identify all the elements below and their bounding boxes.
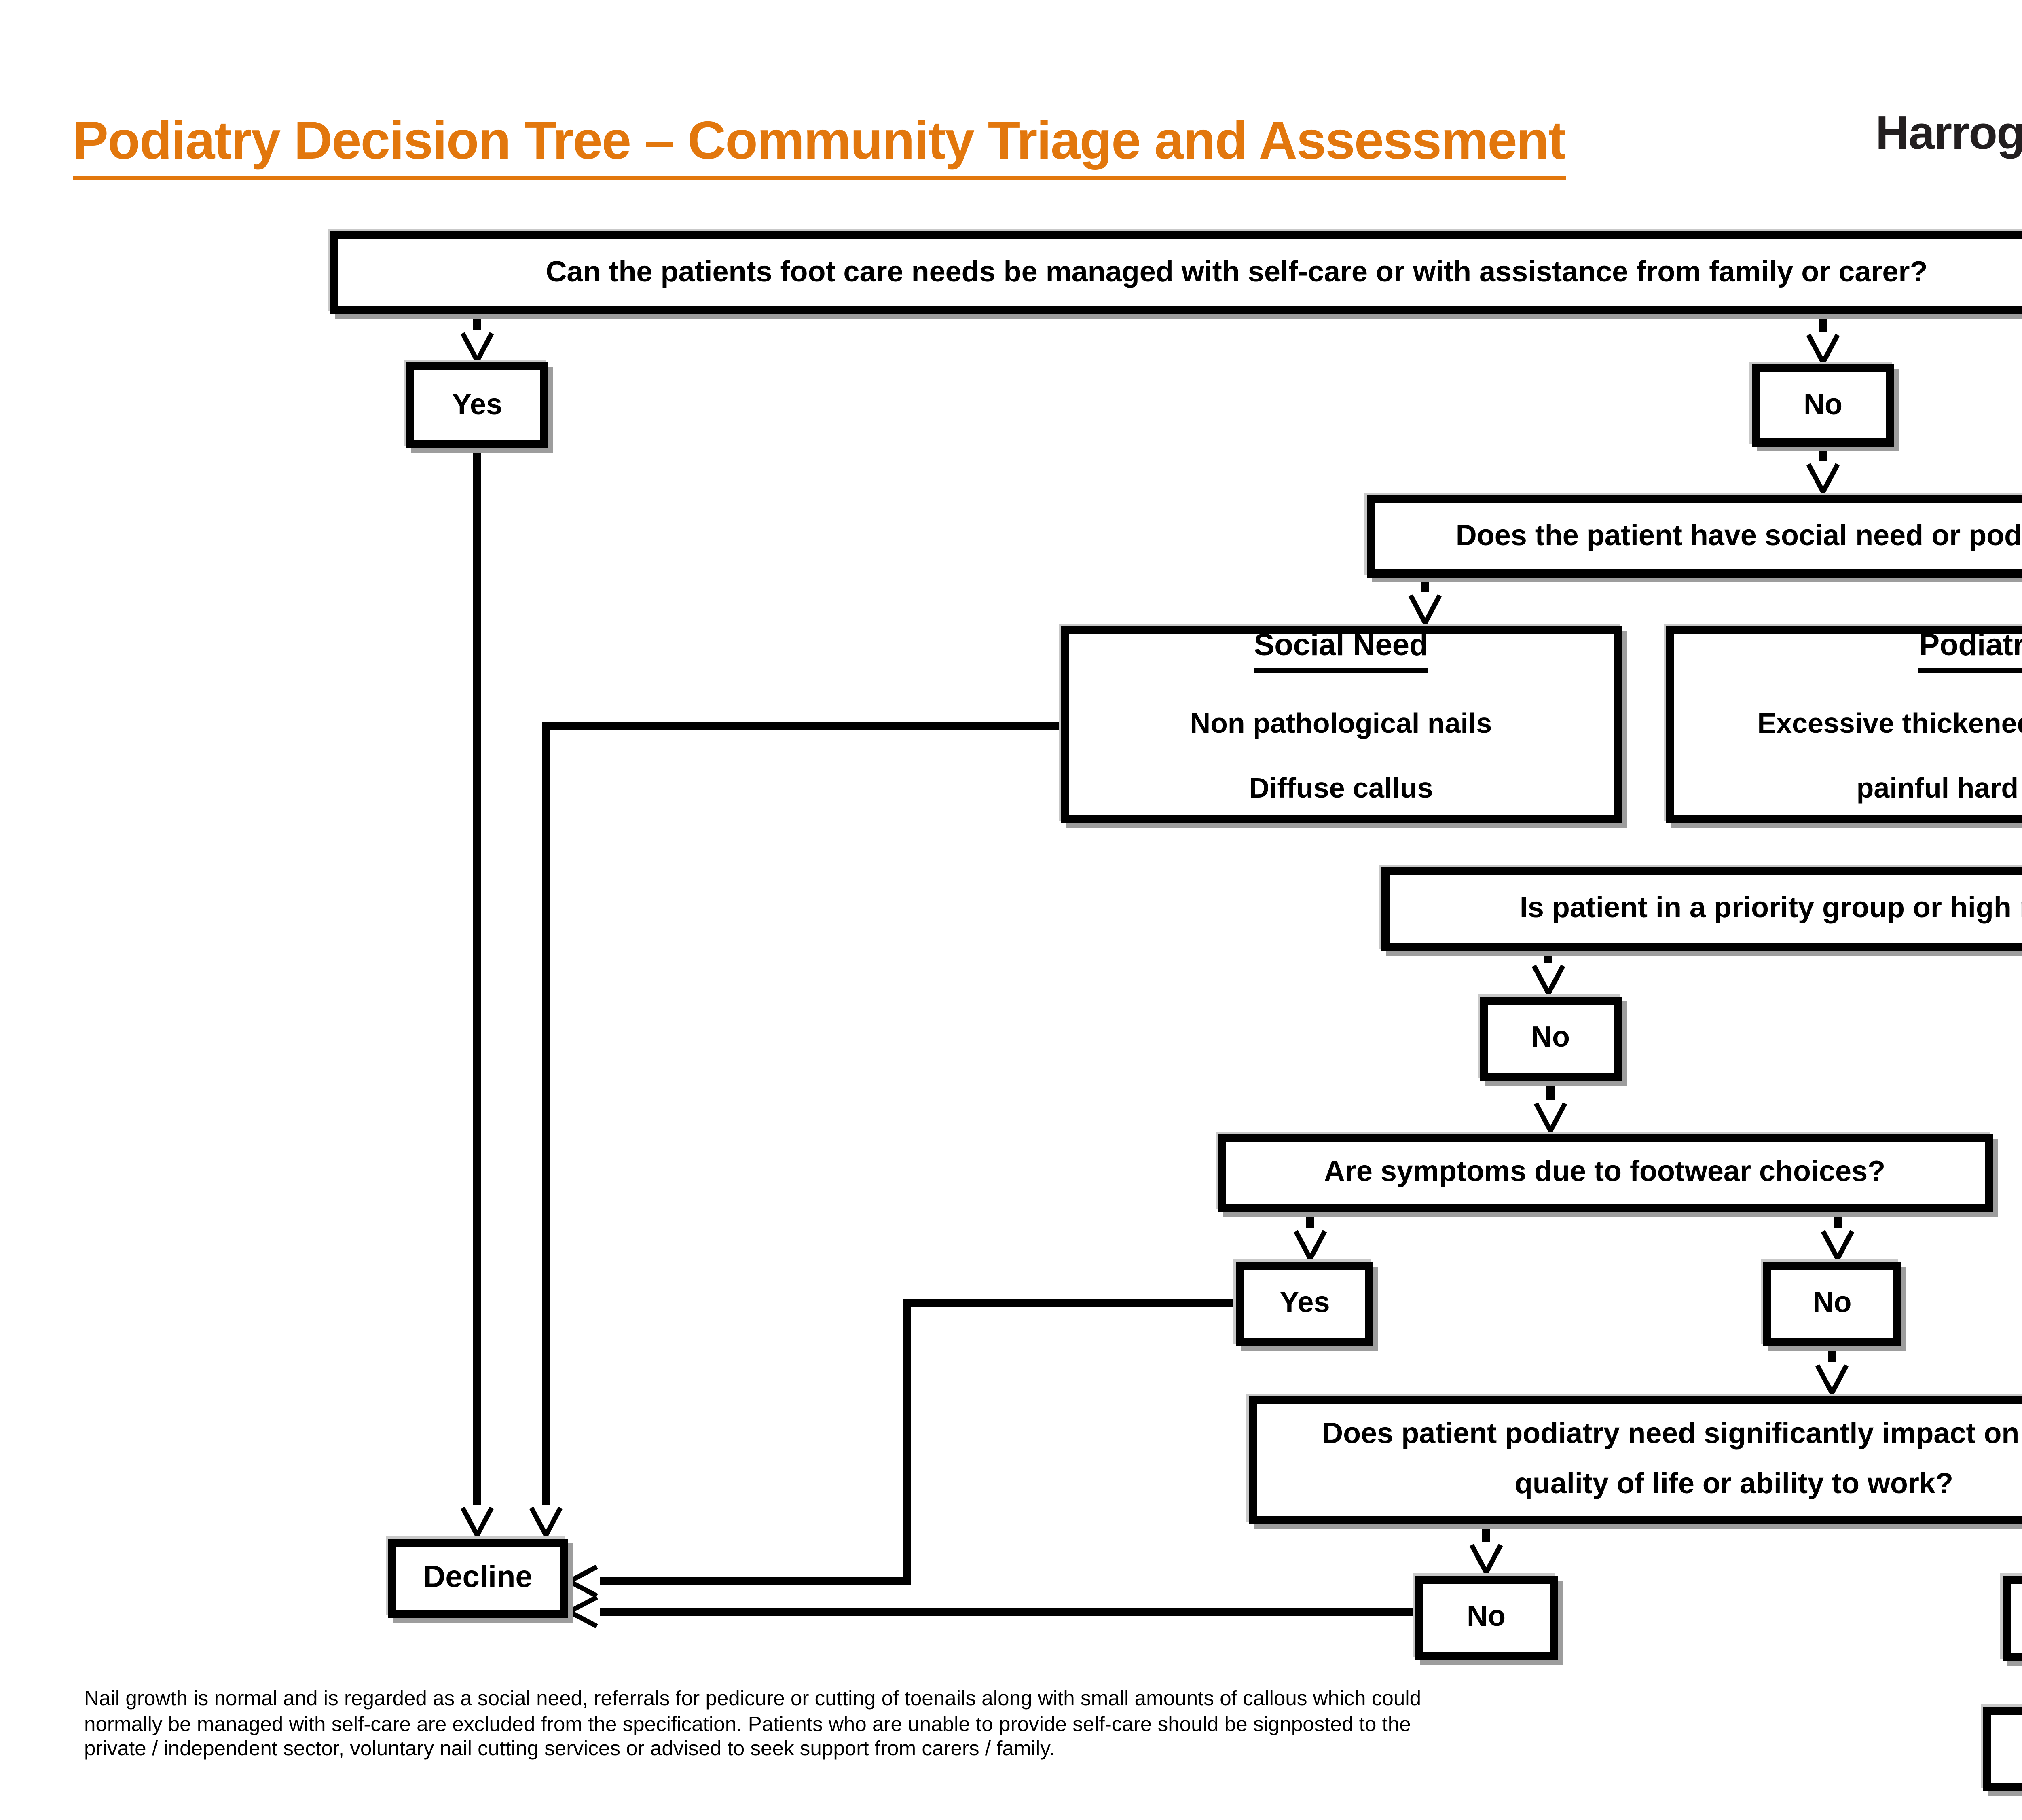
flow-node-question-quality-of-life: Does patient podiatry need significantly… — [1249, 1396, 2022, 1523]
page-title: Podiatry Decision Tree – Community Triag… — [73, 110, 1566, 180]
flow-node-no-priority: No — [1479, 996, 1622, 1080]
flow-node-question-need-type: Does the patient have social need or pod… — [1366, 494, 2022, 578]
footnote-line: private / independent sector, voluntary … — [84, 1736, 1055, 1761]
footnote: Nail growth is normal and is regarded as… — [84, 1686, 1421, 1761]
yes-label: Yes — [1280, 1286, 1330, 1318]
no-label: No — [1813, 1286, 1852, 1318]
connector-yes3-decline — [564, 1299, 1236, 1598]
flow-node-yes-selfcare: Yes — [406, 362, 548, 448]
flow-node-question-footwear: Are symptoms due to footwear choices? — [1217, 1134, 1992, 1211]
flow-node-question-priority-group: Is patient in a priority group or high r… — [1381, 867, 2022, 950]
connector-social-decline — [529, 722, 1060, 1541]
flow-node-decline-outcome: Decline — [387, 1538, 568, 1618]
flow-node-yes-quality: Yes — [2003, 1576, 2022, 1661]
decline-label: Decline — [423, 1560, 533, 1594]
question-need-type-label: Does the patient have social need or pod… — [1455, 519, 2022, 551]
question-priority-group-label: Is patient in a priority group or high r… — [1519, 892, 2022, 924]
flow-node-podiatry-need: Podiatry Need Excessive thickened or def… — [1666, 626, 2022, 823]
question-footwear-label: Are symptoms due to footwear choices? — [1324, 1155, 1886, 1188]
podiatry-need-body: Excessive thickened or deformed nails, p… — [1757, 706, 2022, 804]
footnote-line: normally be managed with self-care are e… — [84, 1711, 1411, 1735]
question-selfcare-label: Can the patients foot care needs be mana… — [546, 256, 1928, 288]
nhs-trust-logo: NHS Harrogate and District NHS Foundatio… — [1876, 15, 2022, 194]
podiatry-need-title: Podiatry Need — [1919, 629, 2022, 672]
yes-label: Yes — [452, 388, 503, 421]
flow-node-yes-footwear: Yes — [1236, 1261, 1374, 1345]
flow-node-no-quality: No — [1415, 1575, 1557, 1660]
trust-name: Harrogate and District — [1875, 108, 2022, 160]
social-need-body: Non pathological nails Diffuse callus — [1190, 706, 1492, 804]
no-label: No — [1467, 1600, 1506, 1633]
flow-node-no-selfcare: No — [1752, 364, 1894, 447]
question-quality-of-life-label: Does patient podiatry need significantly… — [1322, 1416, 2020, 1500]
no-label: No — [1804, 388, 1842, 421]
flow-node-question-selfcare: Can the patients foot care needs be mana… — [330, 231, 2022, 314]
flow-node-accept-outcome: Accept — [1983, 1706, 2022, 1790]
flow-node-no-footwear: No — [1763, 1261, 1901, 1345]
flow-node-social-need: Social Need Non pathological nails Diffu… — [1060, 626, 1622, 823]
footnote-line: Nail growth is normal and is regarded as… — [84, 1686, 1421, 1710]
social-need-title: Social Need — [1254, 629, 1428, 672]
no-label: No — [1531, 1021, 1570, 1054]
